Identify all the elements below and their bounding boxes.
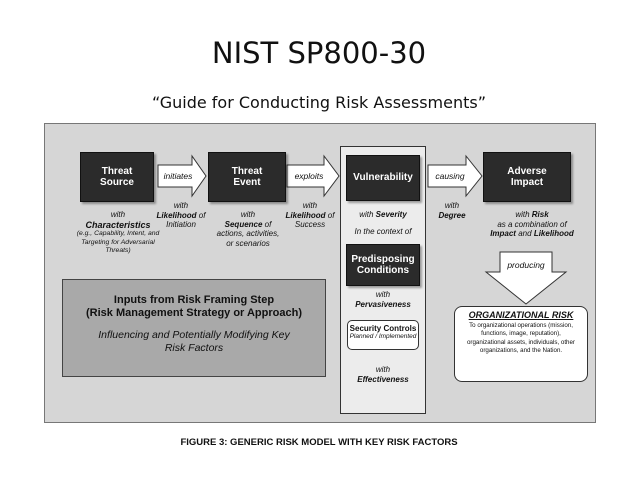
exploits-label: exploits — [294, 171, 324, 181]
vulnerability-box: Vulnerability — [346, 155, 420, 201]
threat-source-note: with Characteristics (e.g., Capability, … — [76, 210, 160, 254]
severity-note: with Severity — [359, 210, 407, 219]
likelihood-initiation-note: with Likelihood of Initiation — [156, 201, 206, 230]
figure-caption: FIGURE 3: GENERIC RISK MODEL WITH KEY RI… — [180, 437, 458, 448]
security-controls-box: Security Controls Planned / Implemented — [347, 320, 419, 350]
slide-title: NIST SP800-30 — [211, 36, 427, 70]
degree-note: with Degree — [438, 201, 466, 220]
initiates-label: initiates — [163, 171, 193, 181]
pervasiveness-note: with Pervasiveness — [355, 290, 411, 309]
producing-arrow — [484, 251, 568, 305]
producing-label: producing — [507, 260, 545, 270]
risk-framing-inputs-box: Inputs from Risk Framing Step (Risk Mana… — [62, 279, 326, 377]
causing-label: causing — [435, 171, 465, 181]
threat-event-note: with Sequence of actions, activities, or… — [216, 210, 280, 248]
organizational-risk-box: ORGANIZATIONAL RISK To organizational op… — [454, 306, 588, 382]
initiates-arrow — [157, 154, 207, 198]
effectiveness-note: with Effectiveness — [357, 365, 409, 384]
context-note: In the context of — [354, 227, 412, 236]
exploits-arrow — [286, 154, 340, 198]
causing-arrow — [427, 154, 483, 198]
risk-note: with Risk as a combination of Impact and… — [490, 210, 574, 239]
likelihood-success-note: with Likelihood of Success — [285, 201, 335, 230]
slide-subtitle: “Guide for Conducting Risk Assessments” — [151, 93, 487, 112]
